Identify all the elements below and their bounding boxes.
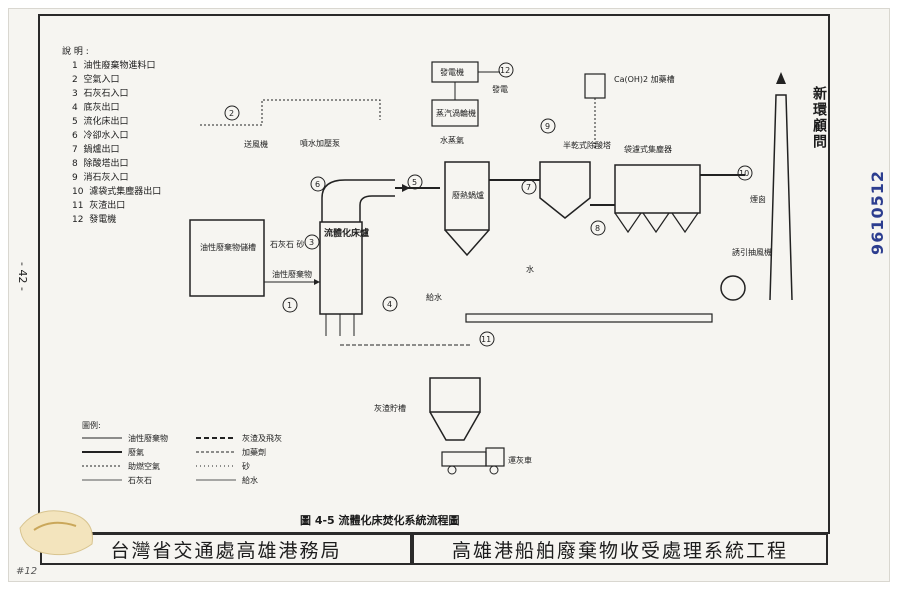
legend-item: 4 底灰出口: [72, 103, 120, 113]
legend-item: 1 油性廢棄物進料口: [72, 61, 156, 71]
reactor-top: [321, 179, 395, 222]
symbol-combustion-air: 助燃空氣: [128, 461, 160, 471]
scrubber: [539, 161, 591, 219]
legend-title: 說 明 :: [62, 47, 89, 57]
footer-left: 台灣省交通處高雄港務局: [40, 533, 412, 565]
ash-truck: [441, 451, 487, 467]
handwritten-mark: #12: [16, 566, 38, 577]
marker-3: [304, 234, 320, 250]
boiler: [444, 161, 490, 231]
exhaust-label: 煙囪: [750, 194, 766, 204]
symbol-limestone: 石灰石: [128, 475, 152, 485]
bag-filter-label: 袋濾式集塵器: [624, 144, 672, 154]
marker-10: [737, 165, 753, 181]
reactor-label: 流體化床爐: [324, 227, 369, 239]
marker-1: [282, 297, 298, 313]
legend-item: 6 冷卻水入口: [72, 131, 129, 141]
steam-label: 水蒸氣: [440, 135, 464, 145]
svg-text:10: 10: [739, 169, 749, 178]
marker-6: [310, 176, 326, 192]
ash-silo: [429, 377, 481, 413]
marker-4: [382, 296, 398, 312]
feed-label: 油性廢棄物: [272, 269, 312, 279]
ash-conveyor: [465, 313, 713, 323]
feed-water-label: 給水: [426, 292, 442, 302]
symbol-flue-gas: 廢氣: [128, 447, 144, 457]
ash-truck-label: 運灰車: [508, 455, 532, 465]
svg-text:7: 7: [526, 183, 531, 192]
legend-item: 11 灰渣出口: [72, 201, 126, 211]
svg-text:2: 2: [229, 109, 234, 118]
marker-9: [540, 118, 556, 134]
boiler-label: 廢熱鍋爐: [452, 190, 484, 200]
legend-item: 5 流化床出口: [72, 117, 129, 127]
symbol-ash: 灰渣及飛灰: [242, 433, 282, 443]
feed-arrow: [314, 279, 320, 285]
air-line: [200, 99, 381, 126]
svg-text:11: 11: [481, 335, 491, 344]
generator-label: 發電機: [440, 67, 464, 77]
legend-item: 9 消石灰入口: [72, 173, 129, 183]
svg-text:8: 8: [595, 224, 600, 233]
legend-item: 12 發電機: [72, 215, 117, 225]
marker-12: [498, 62, 514, 78]
legend-item: 2 空氣入口: [72, 75, 120, 85]
blower-label: 送風機: [244, 139, 268, 149]
svg-text:6: 6: [315, 180, 320, 189]
symbol-sand: 砂: [242, 461, 250, 471]
spray-pump-label: 噴水加壓泵: [300, 138, 340, 148]
limestone-sand-label: 石灰石 砂: [270, 239, 305, 249]
symbol-oil-waste: 油性廢棄物: [128, 433, 168, 443]
svg-text:1: 1: [287, 301, 292, 310]
legend-item: 7 鍋爐出口: [72, 145, 120, 155]
symbol-legend-title: 圖例:: [82, 420, 101, 430]
id-fan: [720, 275, 746, 301]
page-number: - 42 -: [16, 262, 29, 291]
storage-tank-label: 油性廢棄物儲槽: [200, 242, 256, 252]
legend-item: 10 濾袋式集塵器出口: [72, 187, 162, 197]
stack: [769, 94, 793, 301]
scrubber-label: 半乾式除酸塔: [563, 140, 611, 150]
figure-caption: 圖 4-5 流體化床焚化系統流程圖: [300, 514, 460, 527]
side-note: 新環顧問: [811, 86, 827, 150]
lime-silo-label: Ca(OH)2 加藥槽: [614, 74, 675, 84]
marker-11: [479, 331, 495, 347]
reactor-top-inner: [359, 195, 395, 222]
marker-5: [407, 174, 423, 190]
svg-text:3: 3: [309, 238, 314, 247]
svg-text:9: 9: [545, 122, 550, 131]
marker-2: [224, 105, 240, 121]
lime-silo: [584, 73, 606, 99]
storage-tank: [189, 219, 265, 297]
svg-text:5: 5: [412, 178, 417, 187]
steam-turbine-label: 蒸汽渦輪機: [436, 108, 476, 118]
svg-text:12: 12: [500, 66, 510, 75]
reactor: [319, 221, 363, 315]
power-out-label: 發電: [492, 85, 508, 94]
svg-text:4: 4: [387, 300, 392, 309]
marker-8: [590, 220, 606, 236]
symbol-feed-water: 給水: [242, 475, 258, 485]
marker-7: [521, 179, 537, 195]
id-fan-label: 誘引抽風機: [732, 247, 772, 257]
legend-item: 3 石灰石入口: [72, 89, 129, 99]
symbol-reagent: 加藥劑: [242, 447, 266, 457]
document-stamp: 9610512: [868, 170, 887, 255]
footer-right: 高雄港船舶廢棄物收受處理系統工程: [412, 533, 828, 565]
bag-filter: [614, 164, 701, 214]
water-label: 水: [526, 264, 534, 274]
legend-item: 8 除酸塔出口: [72, 159, 129, 169]
ash-silo-label: 灰渣貯槽: [374, 403, 406, 413]
